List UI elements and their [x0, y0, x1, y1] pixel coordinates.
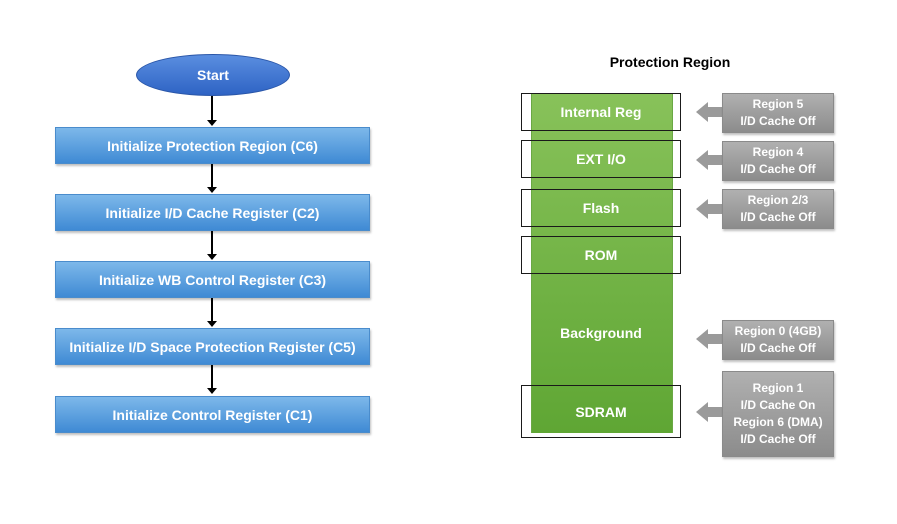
- memory-bar: [531, 93, 673, 433]
- connector-arrowhead: [207, 388, 217, 394]
- callout-region0: Region 0 (4GB) I/D Cache Off: [722, 320, 834, 360]
- connector-arrowhead: [207, 321, 217, 327]
- connector-arrowhead: [207, 187, 217, 193]
- callout-line: Region 2/3: [747, 193, 809, 207]
- connector-arrow: [211, 164, 213, 187]
- callout-line: Region 5: [752, 97, 804, 111]
- callout-line: Region 6 (DMA): [733, 415, 823, 429]
- callout-arrow-tail: [707, 334, 723, 344]
- callout-line: I/D Cache Off: [740, 114, 816, 128]
- connector-arrow: [211, 298, 213, 321]
- connector-arrowhead: [207, 254, 217, 260]
- callout-region5: Region 5 I/D Cache Off: [722, 93, 834, 133]
- connector-arrowhead: [207, 120, 217, 126]
- callout-region23: Region 2/3 I/D Cache Off: [722, 189, 834, 229]
- step-init-cache-register: Initialize I/D Cache Register (C2): [55, 194, 370, 231]
- callout-line: I/D Cache Off: [740, 341, 816, 355]
- connector-arrow: [211, 96, 213, 120]
- connector-arrow: [211, 231, 213, 254]
- step-init-control-register: Initialize Control Register (C1): [55, 396, 370, 433]
- callout-arrow-tail: [707, 107, 723, 117]
- callout-line: I/D Cache Off: [740, 210, 816, 224]
- memory-map-title: Protection Region: [609, 54, 731, 70]
- callout-arrow-tail: [707, 407, 723, 417]
- callout-line: Region 0 (4GB): [734, 324, 822, 338]
- region-rom: ROM: [521, 236, 681, 274]
- region-background: Background: [560, 325, 642, 341]
- callout-arrow-tail: [707, 155, 723, 165]
- callout-line: I/D Cache Off: [740, 432, 816, 446]
- start-oval: Start: [136, 54, 290, 96]
- callout-arrow-icon: [696, 329, 708, 349]
- callout-arrow-icon: [696, 402, 708, 422]
- callout-line: I/D Cache Off: [740, 162, 816, 176]
- step-init-wb-control-register: Initialize WB Control Register (C3): [55, 261, 370, 298]
- callout-region4: Region 4 I/D Cache Off: [722, 141, 834, 181]
- callout-arrow-tail: [707, 204, 723, 214]
- step-init-protection-region: Initialize Protection Region (C6): [55, 127, 370, 164]
- callout-line: Region 4: [752, 145, 804, 159]
- callout-arrow-icon: [696, 150, 708, 170]
- connector-arrow: [211, 365, 213, 388]
- callout-arrow-icon: [696, 102, 708, 122]
- region-sdram: SDRAM: [521, 385, 681, 438]
- callout-region1-region6: Region 1 I/D Cache On Region 6 (DMA) I/D…: [722, 371, 834, 457]
- region-flash: Flash: [521, 189, 681, 227]
- region-internal-reg: Internal Reg: [521, 93, 681, 131]
- callout-line: Region 1: [752, 381, 804, 395]
- callout-line: I/D Cache On: [740, 398, 816, 412]
- step-init-space-protection-register: Initialize I/D Space Protection Register…: [55, 328, 370, 365]
- callout-arrow-icon: [696, 199, 708, 219]
- region-ext-io: EXT I/O: [521, 140, 681, 178]
